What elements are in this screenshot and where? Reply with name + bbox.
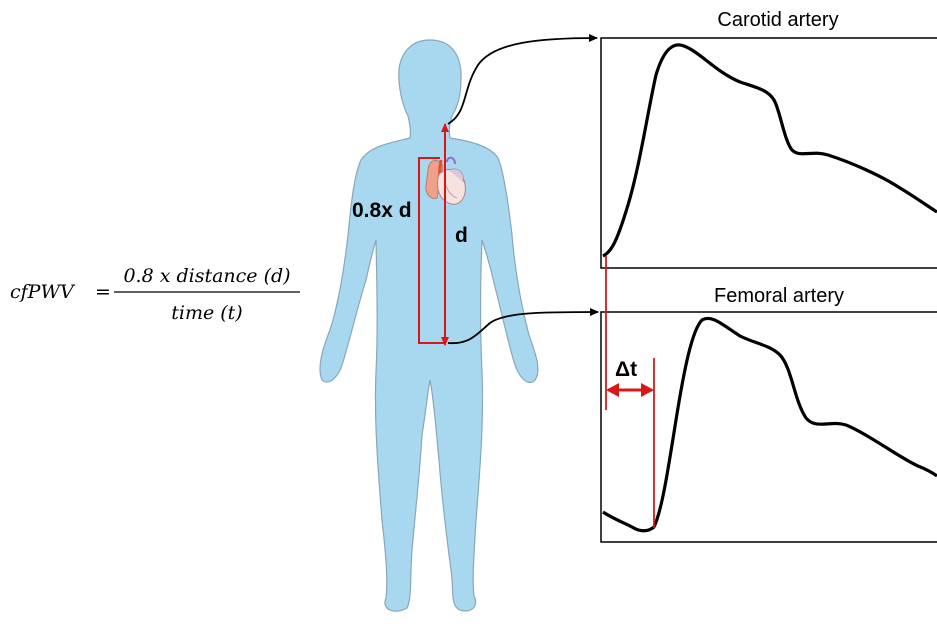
formula-equals: = — [95, 281, 111, 303]
body-shape — [320, 40, 538, 611]
carotid-frame — [601, 38, 937, 268]
femoral-title: Femoral artery — [714, 285, 844, 307]
femoral-waveform-panel: Femoral artery — [601, 285, 937, 542]
distance-label: d — [455, 224, 468, 247]
carotid-waveform-panel: Carotid artery — [601, 9, 937, 268]
cfpwv-formula: cfPWV = 0.8 x distance (d) time (t) — [10, 265, 300, 324]
partial-distance-label: 0.8x d — [352, 199, 412, 222]
carotid-waveform — [603, 45, 937, 256]
formula-lhs: cfPWV — [10, 281, 76, 303]
formula-denominator: time (t) — [171, 302, 242, 324]
human-body-silhouette — [320, 40, 538, 611]
delta-t-label: Δt — [615, 358, 637, 381]
formula-numerator: 0.8 x distance (d) — [123, 265, 290, 287]
carotid-title: Carotid artery — [717, 9, 838, 31]
time-delay-markers: Δt — [606, 256, 654, 528]
carotid-connector-arrow — [448, 38, 597, 124]
